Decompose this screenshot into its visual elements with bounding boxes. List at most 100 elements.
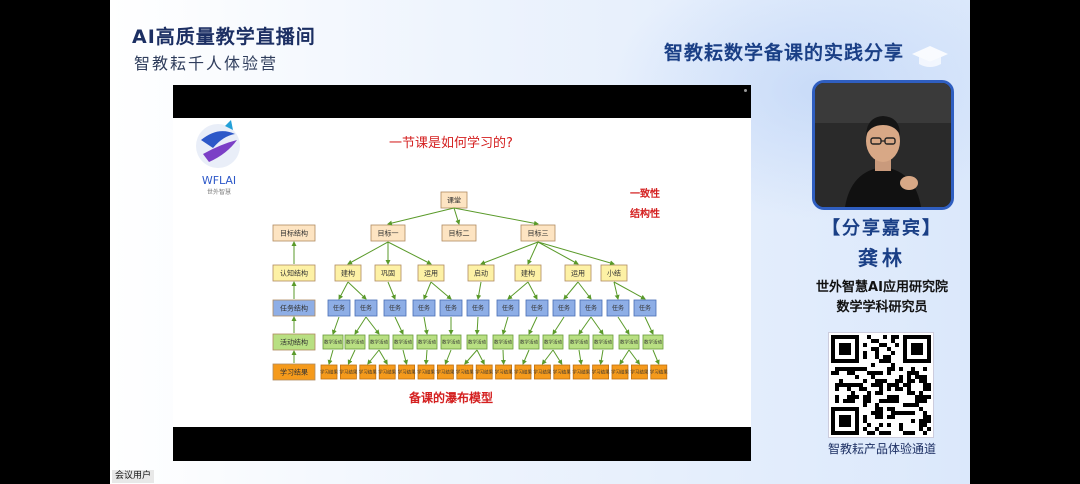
task-arrow — [563, 281, 579, 300]
screen-indicator — [744, 89, 747, 92]
result-node-0-label: 学习结果 — [320, 369, 338, 376]
goal-node-2-label: 目标三 — [528, 229, 549, 238]
cognition-node-6-label: 小结 — [607, 269, 621, 278]
result-node-2-label: 学习结果 — [359, 369, 377, 376]
live-stage: AI高质量教学直播间 智教耘千人体验营 智教耘数学备课的实践分享 WFLAI 世… — [110, 0, 970, 484]
session-title: 智教耘数学备课的实践分享 — [663, 42, 904, 64]
activity-node-4-label: 数学活动 — [418, 339, 436, 346]
goal-arrow — [453, 207, 461, 225]
activity-node-11-label: 数学活动 — [594, 339, 612, 346]
result-arrow — [552, 349, 563, 365]
presentation-slide: WFLAI 世外智慧 一节课是如何学习的? 一致性 结构性 目标结构认知结构任务… — [173, 118, 751, 427]
task-node-5-label: 任务 — [472, 304, 484, 312]
task-arrow — [613, 281, 646, 300]
activity-arrow — [331, 316, 340, 335]
guest-org-line2: 数学学科研究员 — [836, 300, 928, 315]
cognition-node-5-label: 运用 — [571, 270, 585, 278]
task-node-11-box — [633, 299, 657, 317]
activity-node-5-label: 数学活动 — [442, 339, 460, 346]
activity-node-7-label: 数学活动 — [494, 339, 512, 346]
result-arrow — [500, 349, 506, 365]
guest-name: 龚林 — [858, 246, 906, 270]
result-node-15-box — [611, 364, 629, 380]
result-node-17-label: 学习结果 — [650, 369, 668, 376]
task-node-9-box — [579, 299, 603, 317]
qr-code[interactable] — [828, 332, 934, 438]
activity-arrow — [578, 316, 592, 335]
cognition-arrow — [537, 241, 615, 266]
task-node-6-box — [496, 299, 520, 317]
result-node-8-label: 学习结果 — [475, 369, 493, 376]
wflai-logo — [196, 120, 240, 168]
result-node-16-label: 学习结果 — [630, 369, 648, 376]
task-node-1-box — [354, 299, 378, 317]
task-node-4-box — [439, 299, 463, 317]
activity-arrow — [528, 316, 538, 335]
result-arrow — [619, 349, 630, 365]
result-arrow — [444, 349, 452, 365]
result-node-14-box — [592, 364, 610, 380]
activity-node-0-label: 数学活动 — [324, 339, 342, 346]
task-node-2-box — [383, 299, 407, 317]
root-node-label: 课堂 — [447, 196, 461, 205]
activity-node-10-box — [568, 334, 590, 350]
result-node-10-box — [514, 364, 532, 380]
task-node-8-box — [552, 299, 576, 317]
diagram-caption: 备课的瀑布模型 — [408, 390, 493, 405]
task-arrow — [577, 281, 592, 300]
row-label-2-label: 任务结构 — [280, 304, 308, 313]
cognition-node-0-label: 建构 — [341, 269, 355, 278]
task-node-10-box — [606, 299, 630, 317]
task-node-6-label: 任务 — [502, 304, 514, 312]
activity-node-1-label: 数学活动 — [346, 339, 364, 346]
result-arrow — [541, 349, 554, 365]
task-arrow — [613, 281, 620, 300]
activity-node-1-box — [344, 334, 366, 350]
row-label-1-label: 认知结构 — [280, 269, 308, 278]
activity-node-8-label: 数学活动 — [520, 339, 538, 346]
task-node-9-label: 任务 — [585, 304, 597, 312]
cognition-arrow — [527, 241, 539, 265]
activity-node-10-label: 数学活动 — [570, 339, 588, 346]
result-node-15-label: 学习结果 — [611, 369, 629, 376]
task-node-7-box — [525, 299, 549, 317]
result-node-8-box — [475, 364, 493, 380]
goal-node-1-label: 目标二 — [449, 229, 470, 238]
result-node-6-box — [436, 364, 454, 380]
task-node-2-label: 任务 — [389, 304, 401, 312]
task-node-7-label: 任务 — [531, 304, 543, 312]
goal-node-1-box — [441, 224, 477, 242]
activity-node-3-label: 数学活动 — [394, 339, 412, 346]
activity-node-12-box — [618, 334, 640, 350]
activity-node-7-box — [492, 334, 514, 350]
activity-arrow — [474, 316, 480, 335]
task-arrow — [527, 281, 538, 300]
task-arrow — [338, 281, 349, 300]
task-node-3-box — [412, 299, 436, 317]
activity-node-13-box — [642, 334, 664, 350]
result-arrow — [327, 349, 334, 365]
cognition-arrow — [387, 241, 432, 265]
result-arrow — [598, 349, 604, 365]
cognition-node-3-box — [467, 264, 495, 282]
result-node-17-box — [650, 364, 668, 380]
shared-screen[interactable]: WFLAI 世外智慧 一节课是如何学习的? 一致性 结构性 目标结构认知结构任务… — [173, 85, 751, 461]
result-node-3-box — [378, 364, 396, 380]
result-node-0-box — [320, 364, 338, 380]
guest-organization: 世外智慧AI应用研究院 数学学科研究员 — [800, 278, 964, 318]
activity-arrow — [501, 316, 509, 335]
cognition-arrow — [347, 241, 389, 265]
task-node-10-label: 任务 — [612, 304, 624, 312]
activity-node-2-label: 数学活动 — [370, 339, 388, 346]
result-node-9-label: 学习结果 — [495, 369, 513, 376]
result-arrow — [347, 349, 356, 365]
cognition-node-3-label: 启动 — [474, 269, 488, 278]
row-label-3-label: 活动结构 — [280, 338, 308, 347]
cognition-node-1-box — [374, 264, 402, 282]
task-arrow — [430, 281, 452, 300]
task-arrow — [387, 281, 396, 300]
speaker-video[interactable] — [812, 80, 954, 210]
logo-subtext: 世外智慧 — [207, 188, 231, 196]
activity-node-9-label: 数学活动 — [544, 339, 562, 346]
result-node-7-box — [456, 364, 474, 380]
